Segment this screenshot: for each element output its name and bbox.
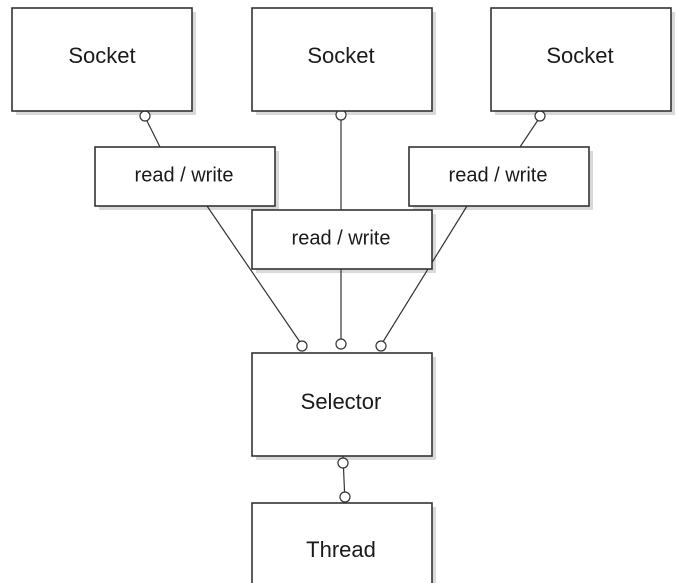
endpoint-selector-bottom xyxy=(337,457,349,469)
connector-socket3-to-rw3 xyxy=(519,116,541,148)
connector-endpoints xyxy=(139,109,546,503)
connector-rw1-to-selector xyxy=(206,205,303,346)
endpoint-selector-right xyxy=(375,340,387,352)
read-write-label-3: read / write xyxy=(449,164,548,186)
selector-node: Selector xyxy=(251,352,433,457)
selector-label: Selector xyxy=(301,389,382,414)
thread-node: Thread xyxy=(251,502,433,583)
endpoint-selector-center xyxy=(335,338,347,350)
endpoint-selector-left xyxy=(296,340,308,352)
socket-node-1: Socket xyxy=(11,7,193,112)
connector-socket1-to-rw1 xyxy=(144,116,161,148)
socket-label-1: Socket xyxy=(68,43,135,68)
read-write-node-1: read / write xyxy=(94,146,276,207)
connector-rw3-to-selector xyxy=(380,205,468,346)
endpoint-thread-top xyxy=(339,491,351,503)
read-write-node-2: read / write xyxy=(251,209,433,270)
socket-node-2: Socket xyxy=(251,7,433,112)
socket-label-3: Socket xyxy=(546,43,613,68)
read-write-label-1: read / write xyxy=(135,164,234,186)
read-write-label-2: read / write xyxy=(292,227,391,249)
socket-node-3: Socket xyxy=(490,7,672,112)
endpoint-socket1 xyxy=(139,110,151,122)
read-write-node-3: read / write xyxy=(408,146,590,207)
endpoint-socket3 xyxy=(534,110,546,122)
socket-label-2: Socket xyxy=(307,43,374,68)
thread-label: Thread xyxy=(306,537,376,562)
